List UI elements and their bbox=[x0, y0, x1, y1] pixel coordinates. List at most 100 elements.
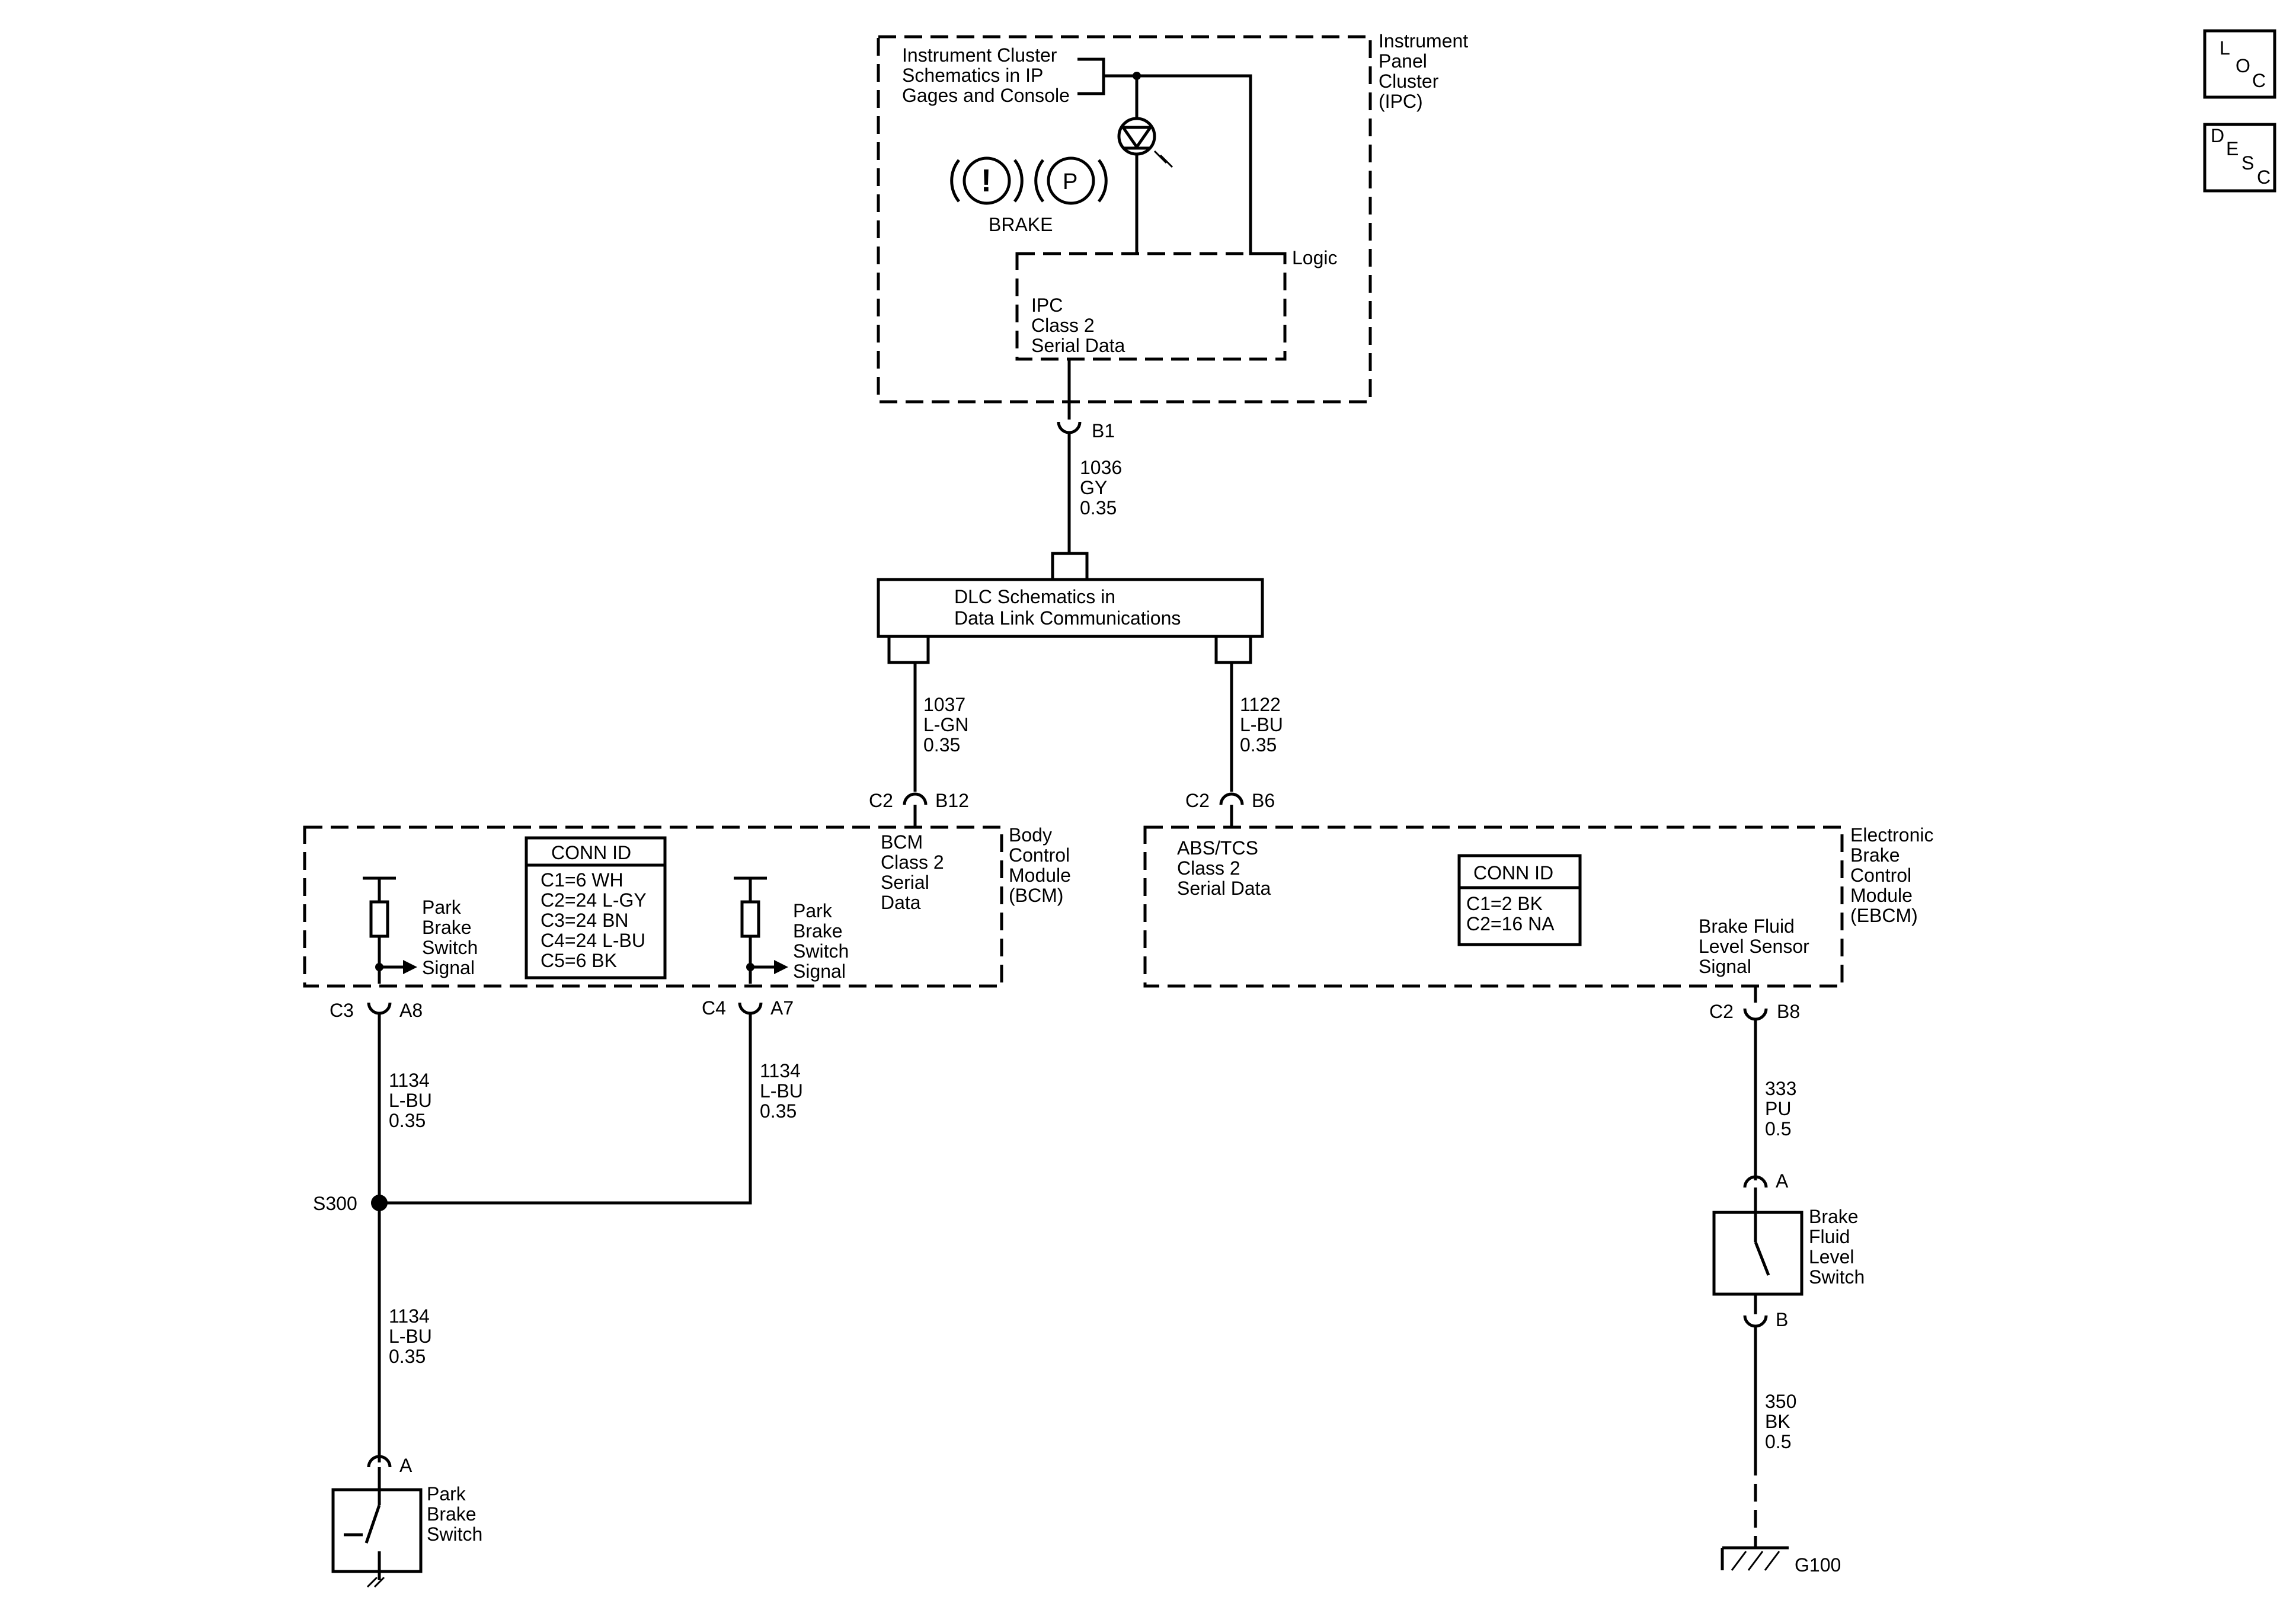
svg-text:1134: 1134 bbox=[760, 1060, 801, 1081]
svg-text:Serial Data: Serial Data bbox=[1031, 335, 1125, 356]
loc-letter-c: C bbox=[2252, 70, 2266, 91]
svg-text:Brake: Brake bbox=[427, 1503, 477, 1525]
svg-text:Class 2: Class 2 bbox=[1031, 315, 1095, 336]
ebcm-connector-c2-out: C2 bbox=[1709, 1001, 1734, 1022]
bcm-module: BCM Class 2 Serial Data Body Control Mod… bbox=[303, 824, 1071, 988]
svg-text:Brake: Brake bbox=[422, 917, 472, 938]
dlc-right-connector bbox=[1214, 636, 1252, 664]
fluid-switch-pin-b: B bbox=[1776, 1309, 1788, 1330]
bcm-conn-id-row: C1=6 WH bbox=[541, 869, 623, 891]
ipc-logic-wire bbox=[1104, 74, 1280, 255]
brake-fluid-level-switch bbox=[1712, 1188, 1803, 1296]
ebcm-b6-terminal bbox=[1219, 792, 1244, 805]
svg-text:(BCM): (BCM) bbox=[1009, 885, 1063, 906]
bcm-conn-id-table: CONN ID C1=6 WH C2=24 L-GY C3=24 BN C4=2… bbox=[525, 836, 667, 980]
wire-333-label: 333 PU 0.5 bbox=[1765, 1078, 1796, 1140]
bcm-pin-a7: A7 bbox=[770, 997, 794, 1019]
brake-fluid-level-switch-label: Brake Fluid Level Switch bbox=[1809, 1206, 1865, 1288]
arrow-right-icon bbox=[403, 960, 417, 974]
ipc-module-border bbox=[877, 35, 1372, 404]
svg-text:Instrument: Instrument bbox=[1379, 30, 1468, 52]
svg-text:1134: 1134 bbox=[389, 1070, 430, 1091]
svg-text:Data Link Communications: Data Link Communications bbox=[954, 607, 1181, 629]
arrow-right-icon bbox=[774, 960, 788, 974]
led-lamp-icon bbox=[1117, 117, 1173, 168]
ebcm-serial-data-label: ABS/TCS Class 2 Serial Data bbox=[1177, 837, 1271, 899]
bcm-conn-id-row: C4=24 L-BU bbox=[541, 930, 645, 951]
ipc-serial-data-label: IPC Class 2 Serial Data bbox=[1031, 295, 1125, 356]
desc-letter-s: S bbox=[2241, 152, 2254, 174]
svg-text:Brake: Brake bbox=[1809, 1206, 1859, 1227]
bcm-conn-id-title: CONN ID bbox=[551, 842, 631, 863]
svg-text:Switch: Switch bbox=[1809, 1266, 1865, 1288]
svg-text:Schematics in IP: Schematics in IP bbox=[902, 65, 1043, 86]
bcm-serial-data-label: BCM Class 2 Serial Data bbox=[881, 831, 944, 913]
svg-text:BK: BK bbox=[1765, 1411, 1790, 1432]
resistor-icon bbox=[740, 900, 760, 938]
ebcm-pin-b8: B8 bbox=[1777, 1001, 1800, 1022]
bcm-pin-a8: A8 bbox=[399, 1000, 423, 1021]
ipc-schematic-reference[interactable]: Instrument Cluster Schematics in IP Gage… bbox=[902, 44, 1105, 106]
svg-text:0.35: 0.35 bbox=[923, 734, 960, 756]
desc-letter-e: E bbox=[2226, 138, 2239, 159]
ground-hatch-icon bbox=[366, 1576, 385, 1588]
svg-text:Data: Data bbox=[881, 892, 921, 913]
wire-1134-b-label: 1134 L-BU 0.35 bbox=[760, 1060, 803, 1122]
loc-button[interactable]: L O C bbox=[2203, 29, 2276, 99]
ipc-pin-b1: B1 bbox=[1092, 420, 1115, 441]
bcm-pin-b12: B12 bbox=[935, 790, 969, 811]
svg-text:(EBCM): (EBCM) bbox=[1850, 905, 1918, 926]
svg-text:1036: 1036 bbox=[1080, 457, 1122, 478]
svg-text:Module: Module bbox=[1009, 865, 1071, 886]
dlc-schematics-box[interactable]: DLC Schematics in Data Link Communicatio… bbox=[877, 578, 1264, 638]
svg-text:Switch: Switch bbox=[422, 937, 478, 958]
svg-text:Body: Body bbox=[1009, 824, 1052, 846]
svg-text:0.5: 0.5 bbox=[1765, 1431, 1791, 1452]
svg-text:Class 2: Class 2 bbox=[1177, 857, 1240, 879]
park-switch-pin-a: A bbox=[399, 1455, 412, 1476]
brake-warning-icon: ! bbox=[950, 156, 1024, 205]
svg-text:350: 350 bbox=[1765, 1391, 1796, 1412]
svg-text:333: 333 bbox=[1765, 1078, 1796, 1099]
park-switch-terminal-a bbox=[367, 1455, 392, 1468]
svg-text:Brake Fluid: Brake Fluid bbox=[1699, 916, 1795, 937]
bcm-a8-terminal bbox=[367, 1002, 392, 1015]
bcm-b12-terminal bbox=[903, 792, 928, 805]
fluid-switch-terminal-a bbox=[1743, 1175, 1768, 1188]
svg-text:Park: Park bbox=[422, 897, 462, 918]
ipc-module: Instrument Panel Cluster (IPC) Instrumen… bbox=[877, 30, 1468, 404]
svg-text:0.5: 0.5 bbox=[1765, 1118, 1791, 1140]
svg-text:L-GN: L-GN bbox=[923, 714, 968, 735]
ebcm-conn-id-row: C2=16 NA bbox=[1466, 913, 1555, 934]
ebcm-conn-id-table: CONN ID C1=2 BK C2=16 NA bbox=[1457, 854, 1582, 946]
resistor-icon bbox=[369, 900, 389, 938]
brake-label: BRAKE bbox=[989, 214, 1053, 235]
svg-text:Brake: Brake bbox=[793, 920, 843, 942]
svg-text:Brake: Brake bbox=[1850, 844, 1900, 866]
svg-text:1122: 1122 bbox=[1240, 694, 1281, 715]
loc-letter-l: L bbox=[2220, 37, 2230, 59]
svg-text:BCM: BCM bbox=[881, 831, 923, 853]
dlc-top-connector bbox=[1051, 552, 1089, 580]
ebcm-conn-id-row: C1=2 BK bbox=[1466, 893, 1543, 914]
svg-text:Fluid: Fluid bbox=[1809, 1226, 1850, 1247]
fluid-switch-terminal-b bbox=[1743, 1315, 1768, 1328]
ebcm-sensor-signal-label: Brake Fluid Level Sensor Signal bbox=[1699, 916, 1809, 977]
svg-text:0.35: 0.35 bbox=[1240, 734, 1277, 756]
park-brake-switch-label: Park Brake Switch bbox=[427, 1483, 482, 1545]
wire-1134-b bbox=[379, 1013, 752, 1205]
bcm-conn-id-row: C3=24 BN bbox=[541, 910, 629, 931]
loc-letter-o: O bbox=[2236, 55, 2250, 76]
wire-350-label: 350 BK 0.5 bbox=[1765, 1391, 1796, 1452]
desc-button[interactable]: D E S C bbox=[2203, 123, 2276, 193]
svg-text:Cluster: Cluster bbox=[1379, 71, 1439, 92]
svg-text:Switch: Switch bbox=[427, 1523, 482, 1545]
wire-1122-label: 1122 L-BU 0.35 bbox=[1240, 694, 1283, 756]
dlc-left-connector bbox=[887, 636, 930, 664]
bcm-connector-c4: C4 bbox=[702, 997, 726, 1019]
ground-label: G100 bbox=[1795, 1554, 1841, 1576]
svg-text:0.35: 0.35 bbox=[1080, 497, 1117, 518]
ipc-logic-label: Logic bbox=[1292, 247, 1338, 268]
bcm-a7-terminal bbox=[738, 1002, 763, 1015]
